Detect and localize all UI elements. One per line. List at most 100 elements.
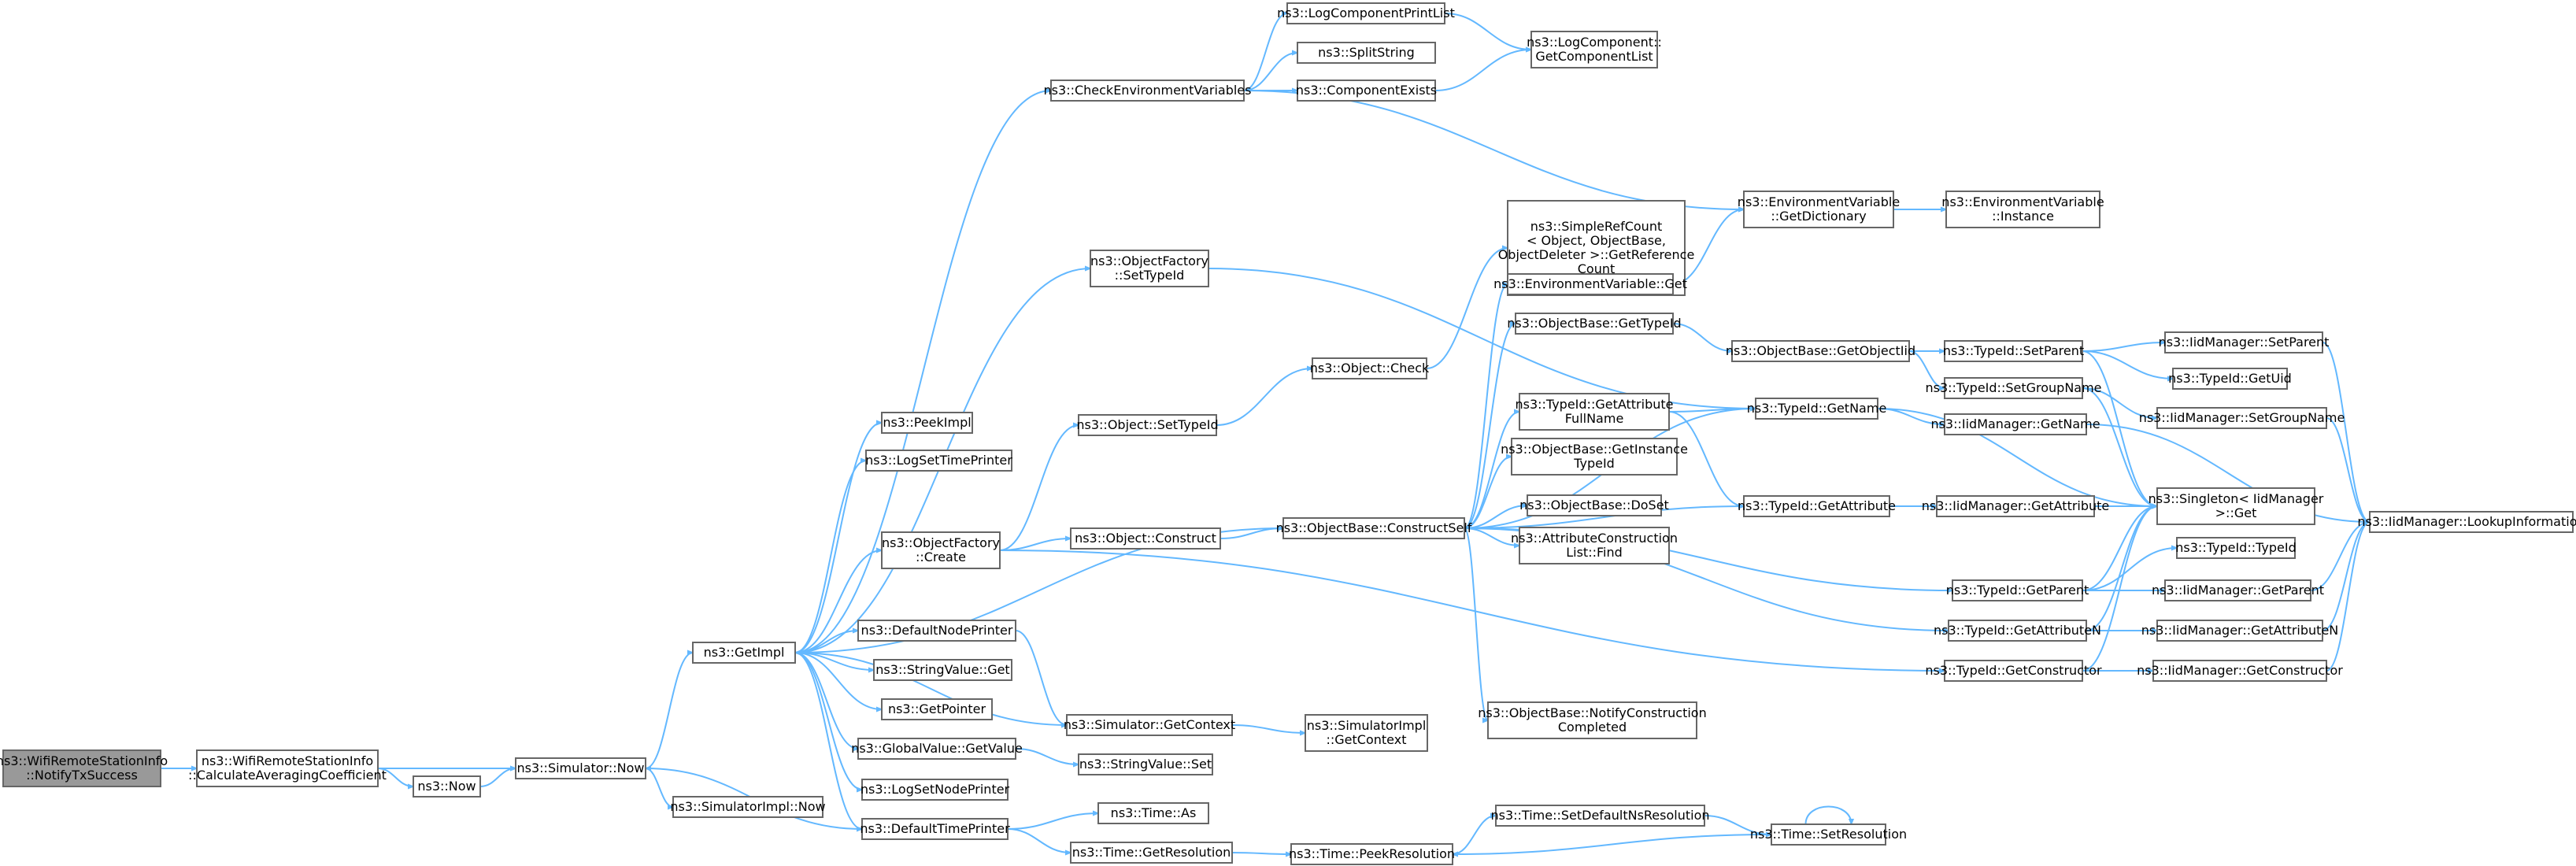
node-box	[1771, 823, 1886, 846]
graph-node-n12[interactable]: ns3::StringValue::Get	[873, 659, 1012, 681]
graph-node-n59[interactable]: ns3::IidManager::GetAttributeN	[2141, 620, 2339, 642]
graph-node-n61[interactable]: ns3::IidManager::LookupInformation	[2357, 511, 2576, 533]
graph-node-n20[interactable]: ns3::LogComponent::GetComponentList	[1527, 31, 1662, 68]
graph-node-n55[interactable]: ns3::IidManager::SetGroupName	[2139, 407, 2345, 429]
graph-node-n41[interactable]: ns3::EnvironmentVariable::GetDictionary	[1738, 191, 1900, 228]
graph-node-n33[interactable]: ns3::ObjectBase::GetTypeId	[1507, 313, 1682, 335]
node-box	[1952, 579, 2083, 601]
edge-n4-n6	[794, 91, 1051, 653]
graph-node-n8[interactable]: ns3::PeekImpl	[881, 412, 973, 434]
graph-node-n60[interactable]: ns3::IidManager::GetConstructor	[2137, 660, 2343, 682]
graph-node-n40[interactable]: ns3::Time::SetResolution	[1750, 823, 1907, 846]
node-label: ::NotifyTxSuccess	[26, 768, 138, 783]
graph-node-n56[interactable]: ns3::Singleton< IidManager>::Get	[2149, 487, 2324, 525]
graph-node-n3[interactable]: ns3::Simulator::Now	[515, 757, 646, 779]
graph-node-n21[interactable]: ns3::Object::SetTypeId	[1076, 414, 1219, 436]
graph-node-n24[interactable]: ns3::ObjectBase::ConstructSelf	[1276, 517, 1472, 539]
node-box	[1286, 2, 1445, 24]
graph-node-n29[interactable]: ns3::Time::GetResolution	[1070, 842, 1233, 864]
node-label: ns3::Time::As	[1111, 805, 1197, 820]
graph-node-n58[interactable]: ns3::IidManager::GetParent	[2152, 579, 2324, 601]
node-box	[1070, 842, 1233, 864]
graph-node-n36[interactable]: ns3::ObjectBase::DoSet	[1519, 494, 1669, 516]
node-box	[196, 749, 379, 787]
graph-node-n4[interactable]: ns3::GetImpl	[692, 642, 796, 664]
node-box	[1078, 753, 1213, 775]
node-label: ns3::Object::Construct	[1075, 531, 1216, 546]
node-label: ::GetDictionary	[1771, 209, 1866, 224]
graph-node-n49[interactable]: ns3::IidManager::GetAttribute	[1922, 495, 2110, 517]
node-box	[2369, 511, 2574, 533]
graph-node-n15[interactable]: ns3::LogSetNodePrinter	[861, 779, 1010, 801]
graph-node-n18[interactable]: ns3::SplitString	[1297, 42, 1436, 64]
graph-node-n53[interactable]: ns3::IidManager::SetParent	[2159, 331, 2330, 353]
graph-node-n39[interactable]: ns3::Time::SetDefaultNsResolution	[1490, 805, 1710, 827]
graph-node-n38[interactable]: ns3::ObjectBase::NotifyConstructionCompl…	[1478, 701, 1707, 739]
edge-n10-n21	[999, 425, 1079, 551]
graph-node-n13[interactable]: ns3::GetPointer	[881, 698, 993, 720]
node-label: ns3::ComponentExists	[1296, 83, 1437, 98]
graph-node-n32[interactable]: ns3::EnvironmentVariable::Get	[1493, 273, 1687, 295]
graph-node-n14[interactable]: ns3::GlobalValue::GetValue	[851, 738, 1023, 760]
edge-n24-n38	[1464, 527, 1489, 720]
graph-node-n47[interactable]: ns3::TypeId::SetGroupName	[1925, 377, 2102, 399]
graph-node-n54[interactable]: ns3::TypeId::GetUid	[2168, 368, 2292, 390]
node-label: ::Instance	[1992, 209, 2054, 224]
graph-node-n43[interactable]: ns3::ObjectBase::GetObjectIid	[1726, 340, 1915, 362]
node-box	[2156, 620, 2323, 642]
edge-n16-n28	[1007, 813, 1098, 830]
graph-node-n22[interactable]: ns3::Object::Check	[1310, 357, 1430, 379]
node-box	[1948, 620, 2087, 642]
node-label: ns3::TypeId::GetAttribute	[1515, 397, 1673, 412]
graph-node-n30[interactable]: ns3::Time::PeekResolution	[1289, 843, 1455, 865]
graph-node-n2[interactable]: ns3::Now	[413, 775, 481, 798]
node-box	[1097, 802, 1209, 824]
node-label: Count	[1578, 261, 1616, 276]
graph-node-n9[interactable]: ns3::LogSetTimePrinter	[865, 450, 1012, 472]
edge-n4-n16	[794, 652, 862, 829]
graph-node-n0[interactable]: ns3::WifiRemoteStationInfo::NotifyTxSucc…	[0, 749, 168, 787]
graph-node-n51[interactable]: ns3::TypeId::GetAttributeN	[1934, 620, 2101, 642]
node-label: ns3::ObjectBase::GetTypeId	[1507, 316, 1681, 331]
graph-node-n44[interactable]: ns3::TypeId::GetName	[1747, 398, 1887, 420]
node-box	[1755, 398, 1878, 420]
node-label: ns3::DefaultTimePrinter	[860, 821, 1010, 836]
node-label: ns3::TypeId::GetConstructor	[1925, 663, 2102, 678]
graph-node-n6[interactable]: ns3::CheckEnvironmentVariables	[1044, 80, 1252, 102]
graph-node-n16[interactable]: ns3::DefaultTimePrinter	[860, 818, 1010, 840]
graph-node-n27[interactable]: ns3::StringValue::Set	[1078, 753, 1213, 775]
graph-node-n57[interactable]: ns3::TypeId::TypeId	[2175, 537, 2297, 559]
edge-n6-n41	[1243, 90, 1744, 209]
graph-node-n48[interactable]: ns3::IidManager::GetName	[1930, 413, 2100, 435]
node-box	[1507, 273, 1674, 295]
node-box	[1066, 714, 1233, 736]
graph-node-n17[interactable]: ns3::LogComponentPrintList	[1277, 2, 1455, 24]
graph-node-n50[interactable]: ns3::TypeId::GetParent	[1946, 579, 2089, 601]
edge-n10-n23	[999, 538, 1071, 551]
graph-node-n25[interactable]: ns3::Simulator::GetContext	[1064, 714, 1235, 736]
edge-n24-n35	[1464, 457, 1512, 529]
edge-n6-n17	[1243, 13, 1287, 91]
edge-n34-n45	[1668, 411, 1744, 506]
graph-node-n7[interactable]: ns3::ObjectFactory::SetTypeId	[1090, 250, 1209, 287]
graph-node-n52[interactable]: ns3::TypeId::GetConstructor	[1925, 660, 2102, 682]
node-box	[1936, 495, 2095, 517]
graph-node-n46[interactable]: ns3::TypeId::SetParent	[1943, 340, 2084, 362]
node-box	[865, 450, 1012, 472]
node-box	[2164, 331, 2323, 353]
graph-node-n28[interactable]: ns3::Time::As	[1097, 802, 1209, 824]
graph-node-n23[interactable]: ns3::Object::Construct	[1070, 527, 1221, 550]
graph-node-n45[interactable]: ns3::TypeId::GetAttribute	[1738, 495, 1896, 517]
graph-node-n42[interactable]: ns3::EnvironmentVariable::Instance	[1941, 191, 2104, 228]
edge-n48-n61	[2086, 424, 2370, 522]
graph-node-n11[interactable]: ns3::DefaultNodePrinter	[857, 620, 1016, 642]
graph-node-n1[interactable]: ns3::WifiRemoteStationInfo::CalculateAve…	[188, 749, 387, 787]
graph-node-n5[interactable]: ns3::SimulatorImpl::Now	[670, 796, 826, 818]
graph-node-n10[interactable]: ns3::ObjectFactory::Create	[881, 531, 1001, 569]
graph-node-n19[interactable]: ns3::ComponentExists	[1296, 80, 1437, 102]
graph-node-n26[interactable]: ns3::SimulatorImpl::GetContext	[1305, 714, 1428, 752]
